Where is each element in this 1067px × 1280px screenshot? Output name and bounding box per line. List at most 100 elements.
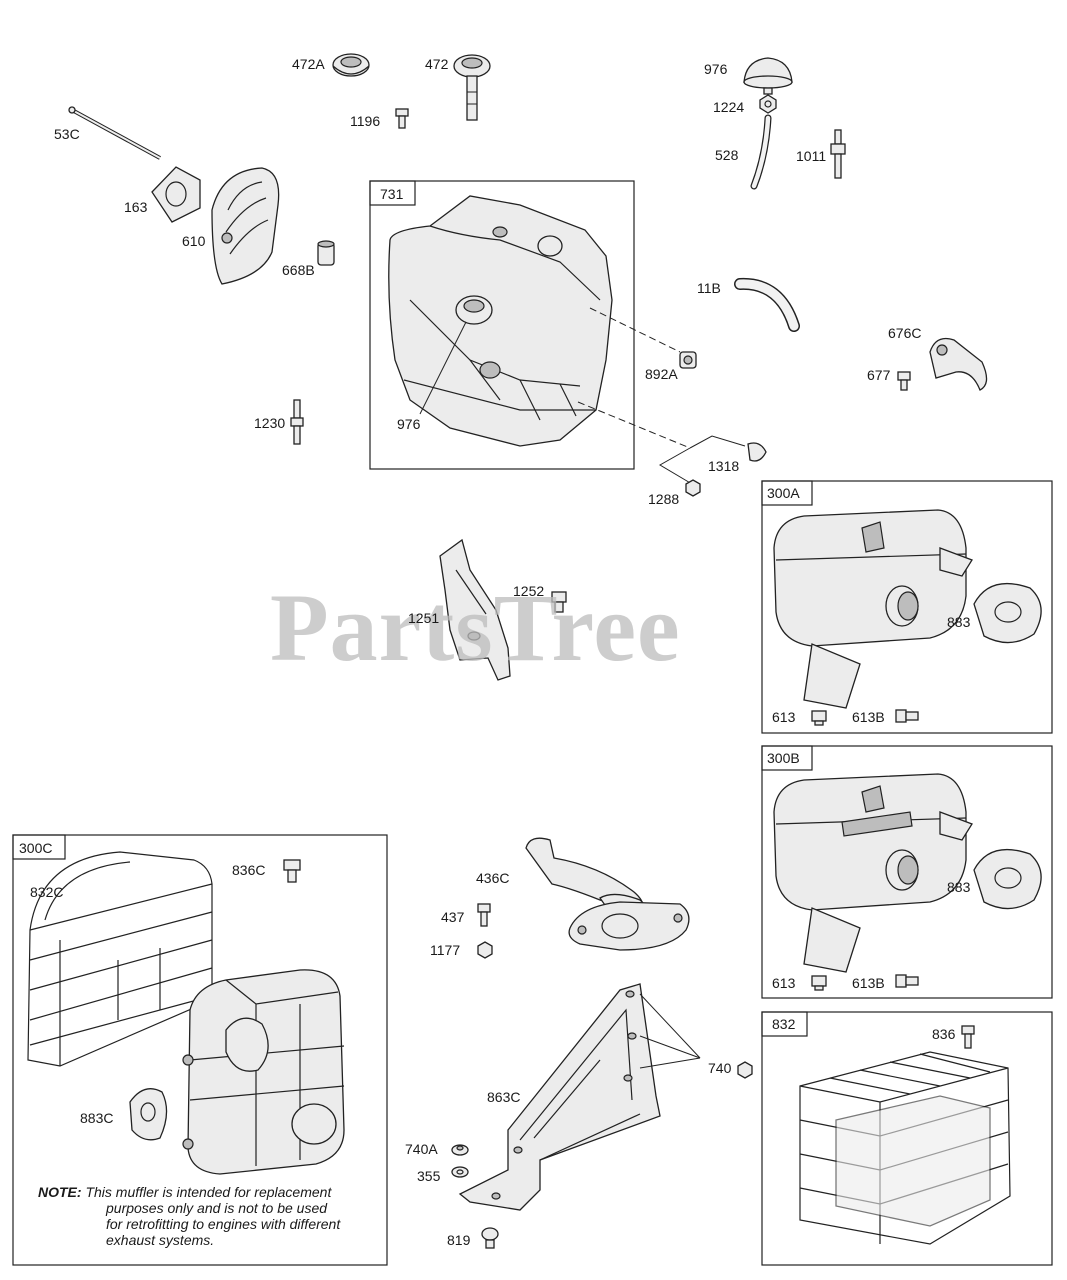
gasket-icon-300A (973, 582, 1042, 644)
nut-icon (759, 94, 777, 114)
screw-icon-613BB (895, 974, 919, 988)
part-label-613-A: 613 (772, 709, 796, 725)
screw-icon-613BA (895, 709, 919, 723)
shutoff-valve-icon (679, 351, 697, 369)
part-label-1252: 1252 (513, 583, 545, 599)
exhaust-elbow-icon (525, 837, 690, 951)
group-frame-300C (12, 834, 388, 1266)
part-label-53C: 53C (54, 126, 80, 142)
elbow-hose-icon (734, 277, 800, 332)
group-label-832: 832 (772, 1016, 796, 1032)
part-label-436C: 436C (476, 870, 510, 886)
replacement-note: NOTE: This muffler is intended for repla… (38, 1184, 368, 1248)
group-label-300C: 300C (19, 840, 53, 856)
vent-cap-icon (743, 57, 793, 95)
fuel-cap-icon (453, 54, 491, 121)
part-label-836: 836 (932, 1026, 956, 1042)
part-label-1177: 1177 (430, 942, 461, 958)
note-prefix: NOTE: (38, 1184, 82, 1200)
nut-icon-1288 (685, 479, 701, 497)
gasket-icon-300B (973, 848, 1042, 910)
part-label-883C: 883C (80, 1110, 114, 1126)
muffler-icon-300C (182, 969, 345, 1175)
clip-icon (747, 442, 767, 462)
part-label-610: 610 (182, 233, 206, 249)
group-frame-300B (761, 745, 1053, 999)
part-label-163: 163 (124, 199, 148, 215)
part-label-1224: 1224 (713, 99, 745, 115)
bushing-icon (317, 240, 335, 266)
watermark: PartsTree (270, 574, 681, 681)
screw-icon-677 (897, 371, 911, 391)
shaft-icon (68, 106, 161, 160)
part-label-613B-B: 613B (852, 975, 885, 991)
heat-shield-icon (211, 167, 280, 285)
part-label-1318: 1318 (708, 458, 740, 474)
part-label-677: 677 (867, 367, 891, 383)
part-label-819: 819 (447, 1232, 471, 1248)
screw-icon-613B (811, 975, 827, 991)
screw-icon-836 (961, 1025, 975, 1049)
muffler-icon-300B (773, 773, 973, 973)
group-frame-731 (369, 180, 635, 470)
spark-guard-icon (929, 337, 988, 391)
group-label-300B: 300B (767, 750, 800, 766)
group-label-731: 731 (380, 186, 404, 202)
wire-guard-icon (799, 1051, 1011, 1245)
part-label-1288: 1288 (648, 491, 680, 507)
part-label-1251: 1251 (408, 610, 440, 626)
bolt-icon (551, 591, 567, 613)
part-label-863C: 863C (487, 1089, 521, 1105)
note-line-1: This muffler is intended for replacement (85, 1184, 332, 1200)
part-label-11B: 11B (697, 280, 721, 296)
nut-icon-740 (737, 1061, 753, 1079)
bolt-icon-437 (477, 903, 491, 927)
group-frame-832 (761, 1011, 1053, 1266)
nut-icon-1177 (477, 941, 493, 959)
nut-icon-740A (451, 1144, 469, 1156)
part-label-976-top: 976 (704, 61, 728, 77)
group-frame-300A (761, 480, 1053, 734)
part-label-355: 355 (417, 1168, 441, 1184)
muffler-icon-300A (773, 509, 973, 709)
part-label-668B: 668B (282, 262, 315, 278)
part-label-883-A: 883 (947, 614, 971, 630)
part-label-613B-A: 613B (852, 709, 885, 725)
part-label-832C: 832C (30, 884, 64, 900)
group-label-300A: 300A (767, 485, 800, 501)
note-line-3: for retrofitting to engines with differe… (106, 1216, 341, 1232)
fuel-cap-vented-icon (332, 53, 370, 77)
washer-icon-355 (451, 1166, 469, 1178)
part-label-740: 740 (708, 1060, 732, 1076)
part-label-676C: 676C (888, 325, 922, 341)
bracket-icon (439, 538, 511, 681)
muffler-bracket-icon (458, 983, 661, 1211)
part-label-976-tank: 976 (397, 416, 421, 432)
part-label-472A: 472A (292, 56, 325, 72)
wire-guard-icon-300C (27, 851, 213, 1067)
part-label-1230: 1230 (254, 415, 286, 431)
part-label-892A: 892A (645, 366, 678, 382)
fuel-tank-icon (388, 195, 613, 447)
screw-icon-613A (811, 710, 827, 726)
gasket-icon-883C (129, 1088, 168, 1141)
screw-icon (395, 108, 409, 129)
stud-icon (290, 399, 304, 445)
fitting-icon (830, 129, 846, 179)
part-label-1011: 1011 (796, 148, 827, 164)
part-label-836C: 836C (232, 862, 266, 878)
screw-icon-819 (481, 1227, 499, 1249)
gasket-icon (151, 166, 201, 223)
note-line-2: purposes only and is not to be used (106, 1200, 328, 1216)
hose-icon (750, 114, 772, 190)
note-line-4: exhaust systems. (106, 1232, 215, 1248)
part-label-472: 472 (425, 56, 449, 72)
part-label-437: 437 (441, 909, 465, 925)
bolt-icon-836C (283, 859, 301, 883)
part-label-528: 528 (715, 147, 739, 163)
part-label-1196: 1196 (350, 113, 381, 129)
part-label-740A: 740A (405, 1141, 438, 1157)
part-label-613-B: 613 (772, 975, 796, 991)
